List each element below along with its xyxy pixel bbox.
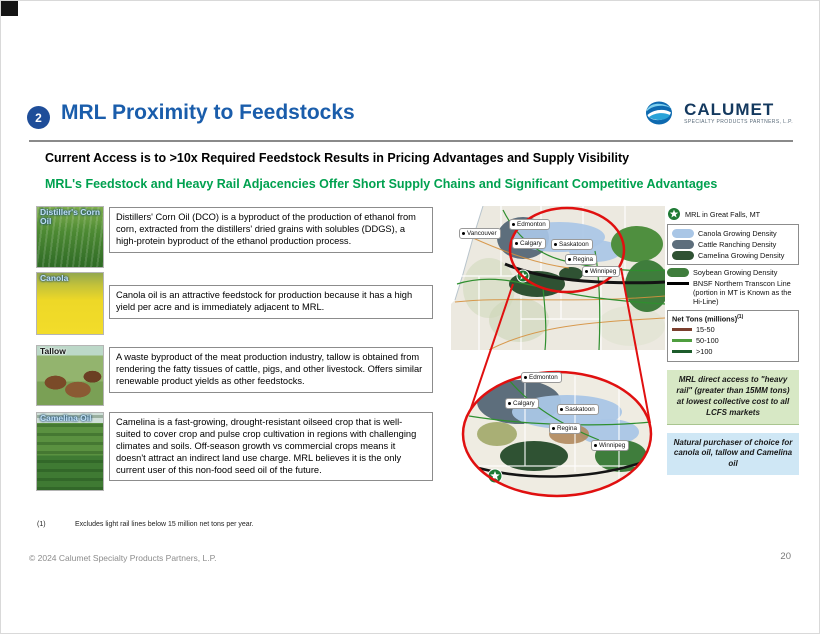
- net-tons-legend: Net Tons (millions)(1) 15-50 50-100 >100: [667, 310, 799, 363]
- legend-canola-row: Canola Growing Density: [672, 229, 794, 238]
- map-city-winnipeg: Winnipeg: [582, 266, 621, 277]
- city-label: Calgary: [513, 399, 535, 407]
- header-divider: [29, 140, 793, 142]
- cattle-pasture-image: Tallow: [36, 345, 104, 406]
- inset-city-edmonton: Edmonton: [521, 372, 562, 383]
- net-tons-row-2: 50-100: [672, 336, 794, 345]
- calumet-swirl-icon: [646, 101, 673, 125]
- city-label: Saskatoon: [565, 405, 595, 413]
- feedstock-description-canola: Canola oil is an attractive feedstock fo…: [109, 285, 433, 319]
- calumet-logo: CALUMET SPECIALTY PRODUCTS PARTNERS, L.P…: [644, 100, 793, 126]
- net-tons-row-1: 15-50: [672, 325, 794, 334]
- bnsf-line-swatch: [667, 282, 689, 285]
- corn-field-image: Distiller's Corn Oil: [36, 206, 104, 268]
- legend-label: >100: [696, 347, 713, 357]
- city-label: Vancouver: [467, 229, 497, 237]
- legend-bnsf-row: BNSF Northern Transcon Line (portion in …: [667, 279, 799, 306]
- map-city-vancouver: Vancouver: [459, 228, 501, 239]
- callout-natural-purchaser: Natural purchaser of choice for canola o…: [667, 432, 799, 475]
- net-tons-row-3: >100: [672, 347, 794, 356]
- feedstock-label-corn-oil: Distiller's Corn Oil: [40, 207, 101, 227]
- highlight-circle: [508, 206, 626, 294]
- net-tons-swatch-15-50: [672, 328, 692, 332]
- map-city-regina: Regina: [565, 254, 597, 265]
- legend-label: Cattle Ranching Density: [698, 240, 777, 249]
- map-city-saskatoon: Saskatoon: [551, 239, 593, 250]
- legend-bnsf-label: BNSF Northern Transcon Line (portion in …: [693, 279, 792, 306]
- logo-tagline: SPECIALTY PRODUCTS PARTNERS, L.P.: [684, 119, 793, 125]
- legend-label: 50-100: [696, 336, 719, 346]
- headline-secondary: MRL's Feedstock and Heavy Rail Adjacenci…: [45, 177, 718, 191]
- city-label: Edmonton: [529, 373, 558, 381]
- soybean-density-swatch: [667, 268, 689, 277]
- callout-heavy-rail: MRL direct access to "heavy rail" (great…: [667, 370, 799, 425]
- legend-mrl-label: MRL in Great Falls, MT: [685, 209, 761, 219]
- feedstock-label-camelina: Camelina Oil: [40, 413, 92, 423]
- slide-number-badge: 2: [27, 106, 50, 129]
- inset-city-regina: Regina: [549, 423, 581, 434]
- feedstock-description-corn-oil: Distillers' Corn Oil (DCO) is a byproduc…: [109, 207, 433, 253]
- camelina-field-image: Camelina Oil: [36, 412, 104, 491]
- feedstock-label-tallow: Tallow: [40, 346, 66, 356]
- cattle-density-swatch: [672, 240, 694, 249]
- canola-density-swatch: [672, 229, 694, 238]
- city-label: Saskatoon: [559, 240, 589, 248]
- net-tons-title-text: Net Tons (millions): [672, 314, 738, 324]
- legend-mrl-row: MRL in Great Falls, MT: [667, 207, 799, 221]
- city-label: Regina: [557, 424, 577, 432]
- feedstock-description-camelina: Camelina is a fast-growing, drought-resi…: [109, 412, 433, 482]
- feedstock-label-canola: Canola: [40, 273, 69, 283]
- density-legend-box: Canola Growing Density Cattle Ranching D…: [667, 224, 799, 265]
- net-tons-swatch-50-100: [672, 339, 692, 343]
- inset-city-calgary: Calgary: [505, 398, 539, 409]
- footnote: (1) Excludes light rail lines below 15 m…: [37, 521, 254, 528]
- feedstock-proximity-map: Vancouver Edmonton Calgary Saskatoon Reg…: [449, 204, 667, 504]
- copyright-text: © 2024 Calumet Specialty Products Partne…: [29, 553, 217, 563]
- legend-camelina-row: Camelina Growing Density: [672, 251, 794, 260]
- legend-label: Soybean Growing Density: [693, 268, 778, 277]
- inset-city-saskatoon: Saskatoon: [557, 404, 599, 415]
- legend-soybean-row: Soybean Growing Density: [667, 268, 799, 277]
- map-city-edmonton: Edmonton: [509, 219, 550, 230]
- city-label: Winnipeg: [599, 441, 626, 449]
- legend-label: Canola Growing Density: [698, 229, 777, 238]
- net-tons-title: Net Tons (millions)(1): [672, 314, 794, 323]
- map-legend: MRL in Great Falls, MT Canola Growing De…: [667, 205, 799, 475]
- city-label: Regina: [573, 255, 593, 263]
- camelina-density-swatch: [672, 251, 694, 260]
- corner-mark: [1, 1, 18, 16]
- page-number: 20: [780, 551, 791, 562]
- city-label: Calgary: [520, 239, 542, 247]
- footnote-text: Excludes light rail lines below 15 milli…: [75, 521, 254, 528]
- city-label: Winnipeg: [590, 267, 617, 275]
- feedstock-description-tallow: A waste byproduct of the meat production…: [109, 347, 433, 393]
- page-title: MRL Proximity to Feedstocks: [61, 101, 355, 124]
- legend-label: Camelina Growing Density: [698, 251, 785, 260]
- headline-primary: Current Access is to >10x Required Feeds…: [45, 151, 630, 165]
- legend-label: 15-50: [696, 325, 715, 335]
- legend-cattle-row: Cattle Ranching Density: [672, 240, 794, 249]
- footnote-ref: (1): [37, 521, 46, 528]
- city-label: Edmonton: [517, 220, 546, 228]
- map-city-calgary: Calgary: [512, 238, 546, 249]
- net-tons-swatch-over-100: [672, 350, 692, 354]
- net-tons-footnote-ref: (1): [737, 314, 744, 320]
- canola-field-image: Canola: [36, 272, 104, 335]
- inset-city-winnipeg: Winnipeg: [591, 440, 630, 451]
- logo-brand: CALUMET: [684, 100, 775, 119]
- mrl-star-icon: [668, 208, 680, 220]
